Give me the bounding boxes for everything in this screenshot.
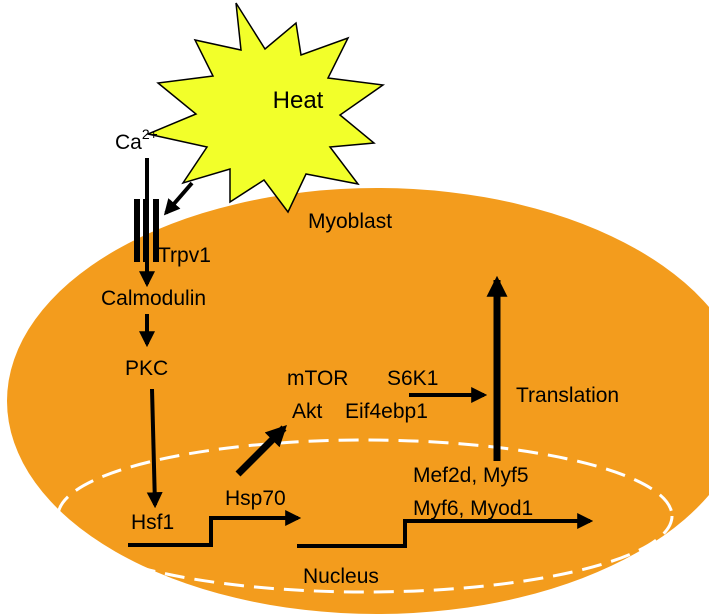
- nucleus-outline: [56, 438, 674, 594]
- eif4ebp1-label: Eif4ebp1: [345, 400, 428, 423]
- mtor-label: mTOR: [287, 367, 348, 390]
- ca-ion-label: Ca2+: [115, 126, 158, 154]
- heat-starburst: [145, 2, 386, 214]
- myogenic-gene-promoter-arrow: [297, 513, 594, 548]
- myogenic-genes-line2: Myf6, Myod1: [413, 497, 533, 520]
- hsf1-gene-promoter-arrow: [128, 510, 302, 547]
- pkc-label: PKC: [125, 357, 168, 380]
- myoblast-cell: [7, 188, 709, 614]
- akt-label: Akt: [292, 400, 323, 423]
- hsp70-to-akt-arrow: [235, 425, 287, 477]
- calmodulin-label: Calmodulin: [101, 287, 206, 310]
- s6k1-label: S6K1: [387, 367, 438, 390]
- pkc-to-hsf1-arrow: [146, 388, 163, 509]
- channel-bar: [134, 199, 140, 262]
- nucleus-label: Nucleus: [303, 565, 379, 588]
- heat-to-channel-arrow: [163, 181, 194, 216]
- hsf1-label: Hsf1: [131, 511, 174, 534]
- heat-label: Heat: [273, 87, 324, 114]
- hsp70-label: Hsp70: [225, 487, 286, 510]
- myoblast-label: Myoblast: [308, 210, 392, 233]
- ca-symbol: Ca: [115, 131, 142, 154]
- translation-label: Translation: [516, 384, 619, 407]
- trpv1-label: Trpv1: [158, 244, 211, 267]
- ca-charge: 2+: [142, 126, 158, 142]
- myogenic-genes-line1: Mef2d, Myf5: [413, 464, 529, 487]
- channel-bar: [153, 199, 159, 262]
